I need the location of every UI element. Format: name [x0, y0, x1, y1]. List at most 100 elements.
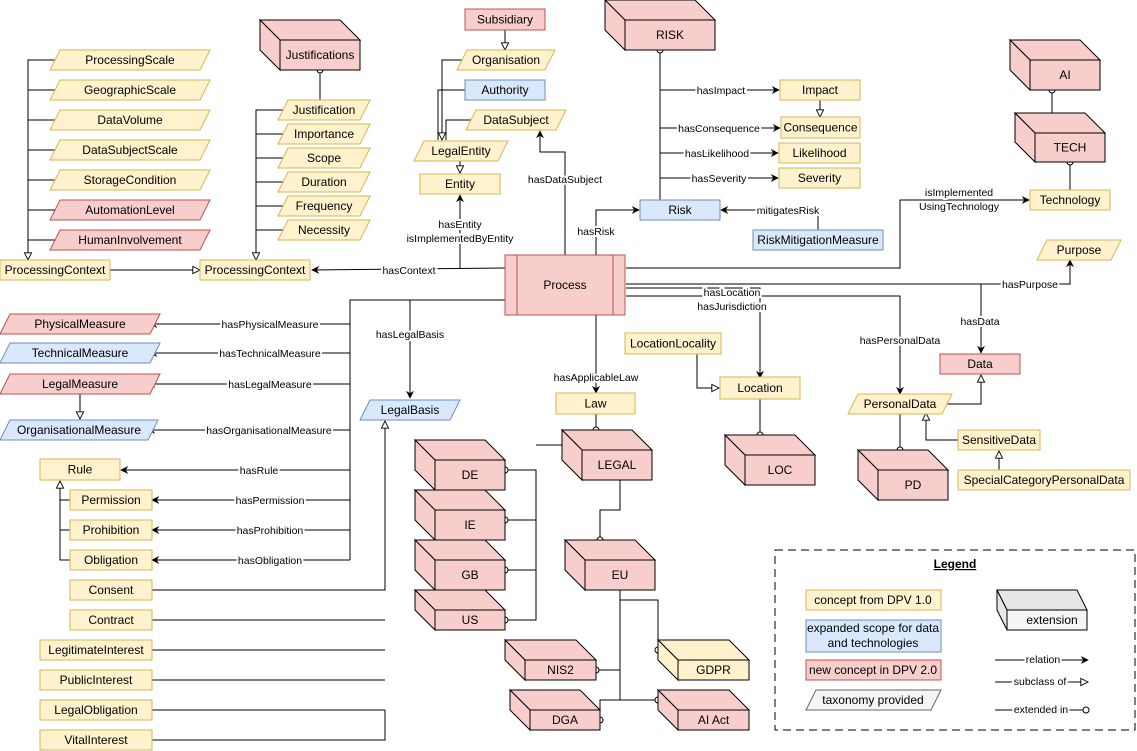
node-shape: [719, 376, 801, 400]
node-label: ProcessingContext: [205, 263, 306, 277]
node-legal-entity: LegalEntity: [413, 140, 509, 162]
node-shape: [49, 79, 211, 101]
node-label: Severity: [798, 171, 841, 185]
node-prohibition: Prohibition: [69, 519, 153, 541]
node-label: Permission: [81, 493, 140, 507]
legend-taxonomy-swatch: [805, 689, 942, 711]
node-shape: [199, 259, 311, 281]
node-label: OrganisationalMeasure: [17, 423, 141, 437]
cube-front: [677, 659, 750, 681]
node-rule: Rule: [39, 458, 121, 481]
label-mitigates-risk: mitigatesRisk: [757, 205, 820, 217]
node-label: Obligation: [84, 553, 138, 567]
node-severity: Severity: [778, 167, 861, 189]
node-label: PublicInterest: [60, 673, 133, 687]
ext-tech: TECH: [1013, 111, 1107, 164]
node-shape: [359, 399, 461, 421]
ext-us: US: [413, 588, 507, 632]
node-shape: [464, 8, 546, 31]
cube-label: DE: [462, 468, 479, 482]
label-is-implemented-line1: isImplemented: [925, 187, 993, 199]
node-physical-measure: PhysicalMeasure: [0, 313, 161, 335]
node-label: StorageCondition: [84, 173, 177, 187]
ext-ie: IE: [413, 488, 507, 542]
edge-legal-eu: [599, 480, 621, 540]
node-shape: [413, 140, 509, 162]
cube-label: GDPR: [696, 663, 731, 677]
ext-gb: GB: [413, 538, 507, 592]
label-has-personal-data: hasPersonalData: [860, 335, 941, 347]
node-risk-mitigation-measure: RiskMitigationMeasure: [752, 229, 884, 251]
legend-relation-label: relation: [1026, 654, 1061, 666]
node-shape: [778, 142, 861, 164]
edge-processing-scale: [23, 59, 56, 262]
node-purpose: Purpose: [1036, 239, 1122, 261]
edge-eu-dga: [599, 699, 620, 720]
node-label: LegalMeasure: [42, 377, 118, 391]
edge-organisation: [437, 59, 466, 142]
cube-label: DGA: [552, 713, 578, 727]
cube-front: [529, 709, 601, 731]
node-legal-basis: LegalBasis: [359, 399, 461, 421]
edge-country-bus: [505, 469, 537, 621]
label-has-physical-measure: hasPhysicalMeasure: [222, 319, 319, 331]
edge-location-locality: [696, 354, 721, 393]
node-shape: [1036, 239, 1122, 261]
node-frequency: Frequency: [277, 195, 371, 217]
node-label: LegalBasis: [381, 403, 440, 417]
legend-taxonomy-label: taxonomy provided: [822, 693, 923, 707]
node-authority: Authority: [464, 79, 546, 101]
edge-has-data-subject: [536, 130, 566, 255]
node-shape: [624, 332, 722, 355]
node-shape: [1029, 189, 1111, 211]
node-contract: Contract: [69, 609, 153, 631]
node-label: Data: [967, 357, 993, 371]
node-shape: [39, 729, 153, 751]
legend-extension-front: [1006, 609, 1088, 631]
label-has-purpose: hasPurpose: [1002, 279, 1058, 291]
node-shape: [847, 393, 953, 415]
node-automation-level: AutomationLevel: [49, 199, 211, 221]
edge-has-personal-data: [626, 295, 904, 395]
node-processing-context: ProcessingContext: [199, 259, 311, 281]
node-consequence: Consequence: [780, 116, 861, 139]
node-likelihood: Likelihood: [778, 142, 861, 164]
legend-dpv1-swatch: [805, 589, 942, 611]
cube-front: [677, 709, 750, 731]
cube-label: AI Act: [698, 713, 730, 727]
node-technical-measure: TechnicalMeasure: [0, 342, 161, 364]
node-human-involvement: HumanInvolvement: [49, 229, 211, 251]
legend-expanded-line1: expanded scope for data: [807, 621, 939, 635]
legend-extended-label: extended in: [1014, 704, 1068, 716]
node-legal-obligation: LegalObligation: [39, 699, 153, 721]
node-label: Likelihood: [792, 146, 846, 160]
cube-label: Justifications: [286, 48, 355, 62]
node-label: LegalObligation: [54, 703, 137, 717]
node-shape: [939, 353, 1021, 375]
label-has-permission: hasPermission: [236, 495, 305, 507]
node-consent: Consent: [69, 579, 153, 601]
cube-front: [1029, 59, 1101, 91]
edge-has-context: [311, 265, 506, 274]
node-shape: [778, 167, 861, 189]
node-shape: [39, 699, 153, 721]
node-label: SensitiveData: [962, 433, 1036, 447]
node-sensitive-data: SensitiveData: [957, 429, 1041, 451]
edge-personal-data-subclass: [940, 373, 986, 405]
node-duration: Duration: [277, 171, 371, 193]
node-impact: Impact: [779, 79, 861, 101]
ext-ai-act: AI Act: [656, 688, 751, 732]
node-shape: [504, 254, 626, 316]
cube-front: [624, 19, 716, 51]
node-processing-context-left: ProcessingContext: [0, 259, 111, 281]
cube-label: EU: [612, 568, 629, 582]
node-label: Impact: [802, 83, 839, 97]
node-location: Location: [719, 376, 801, 400]
node-shape: [49, 49, 211, 71]
node-legal-measure: LegalMeasure: [0, 373, 161, 395]
edge-justification: [251, 109, 284, 262]
node-technology: Technology: [1029, 189, 1111, 211]
node-shape: [0, 313, 161, 335]
node-shape: [39, 458, 121, 481]
node-shape: [277, 123, 371, 145]
